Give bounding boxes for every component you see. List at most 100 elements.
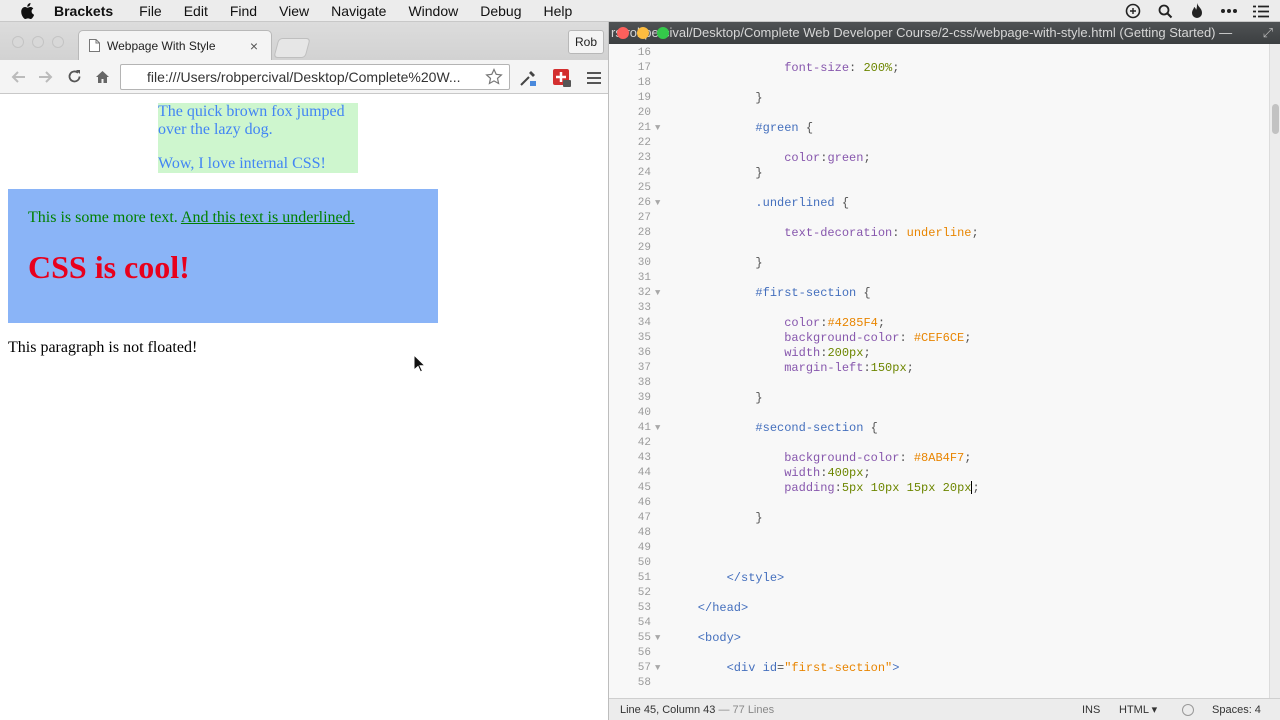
code-line[interactable]: 27 — [609, 211, 1269, 226]
code-line[interactable]: 31 — [609, 271, 1269, 286]
code-line[interactable]: 55▼ <body> — [609, 631, 1269, 646]
code-line[interactable]: 58 — [609, 676, 1269, 691]
address-bar[interactable]: file:///Users/robpercival/Desktop/Comple… — [120, 64, 510, 90]
code-line[interactable]: 40 — [609, 406, 1269, 421]
list-menu-icon[interactable] — [1252, 2, 1270, 20]
code-line[interactable]: 34 color:#4285F4; — [609, 316, 1269, 331]
flame-icon[interactable] — [1188, 2, 1206, 20]
code-line[interactable]: 29 — [609, 241, 1269, 256]
menu-window[interactable]: Window — [408, 2, 459, 19]
forward-arrow-icon[interactable] — [36, 67, 56, 87]
line-number: 27 — [637, 212, 651, 224]
cursor-position-status[interactable]: Line 45, Column 43 — 77 Lines — [620, 704, 774, 716]
spotlight-search-icon[interactable] — [1156, 2, 1174, 20]
code-line[interactable]: 38 — [609, 376, 1269, 391]
code-token: ; — [964, 451, 972, 465]
new-tab-button[interactable] — [273, 38, 311, 58]
code-line[interactable]: 30 } — [609, 256, 1269, 271]
code-line[interactable]: 37 margin-left:150px; — [609, 361, 1269, 376]
code-line[interactable]: 20 — [609, 106, 1269, 121]
code-line[interactable]: 46 — [609, 496, 1269, 511]
code-line[interactable]: 19 } — [609, 91, 1269, 106]
menu-find[interactable]: Find — [229, 2, 258, 19]
editor-close-button[interactable] — [617, 27, 629, 39]
code-line[interactable]: 39 } — [609, 391, 1269, 406]
eyedropper-extension-icon[interactable] — [518, 68, 538, 88]
linter-status-icon[interactable] — [1182, 704, 1194, 716]
code-line[interactable]: 42 — [609, 436, 1269, 451]
fold-arrow-icon[interactable]: ▼ — [655, 423, 661, 433]
code-line[interactable]: 36 width:200px; — [609, 346, 1269, 361]
editor-scrollbar[interactable] — [1269, 44, 1280, 708]
code-line[interactable]: 50 — [609, 556, 1269, 571]
browser-tab[interactable]: Webpage With Style × — [78, 30, 272, 60]
code-line[interactable]: 28 text-decoration: underline; — [609, 226, 1269, 241]
code-line[interactable]: 22 — [609, 136, 1269, 151]
code-token: width — [669, 466, 821, 480]
code-line[interactable]: 51 </style> — [609, 571, 1269, 586]
code-line[interactable]: 17 font-size: 200%; — [609, 61, 1269, 76]
menu-help[interactable]: Help — [543, 2, 573, 19]
window-close-button[interactable] — [12, 36, 24, 48]
code-line[interactable]: 16 — [609, 46, 1269, 61]
window-zoom-button[interactable] — [52, 36, 64, 48]
fold-arrow-icon[interactable]: ▼ — [655, 288, 661, 298]
code-line[interactable]: 48 — [609, 526, 1269, 541]
apple-icon[interactable] — [18, 2, 36, 20]
back-arrow-icon[interactable] — [8, 67, 28, 87]
bookmark-star-icon[interactable] — [485, 68, 503, 86]
browser-toolbar: file:///Users/robpercival/Desktop/Comple… — [0, 60, 608, 94]
code-line[interactable]: 18 — [609, 76, 1269, 91]
code-line[interactable]: 41▼ #second-section { — [609, 421, 1269, 436]
code-line[interactable]: 54 — [609, 616, 1269, 631]
home-icon[interactable] — [92, 67, 112, 87]
window-minimize-button[interactable] — [32, 36, 44, 48]
code-line[interactable]: 33 — [609, 301, 1269, 316]
reload-icon[interactable] — [64, 67, 84, 87]
tab-close-icon[interactable]: × — [249, 37, 259, 54]
menu-navigate[interactable]: Navigate — [331, 2, 387, 19]
code-line[interactable]: 53 </head> — [609, 601, 1269, 616]
first-section: The quick brown fox jumped over the lazy… — [158, 103, 358, 173]
code-line[interactable]: 32▼ #first-section { — [609, 286, 1269, 301]
more-dots-icon[interactable] — [1220, 2, 1238, 20]
indentation-setting[interactable]: Spaces: 4 — [1212, 703, 1261, 716]
code-line[interactable]: 26▼ .underlined { — [609, 196, 1269, 211]
menu-app-brackets[interactable]: Brackets — [54, 2, 114, 19]
profile-button[interactable]: Rob — [568, 30, 605, 54]
editor-zoom-button[interactable] — [657, 27, 669, 39]
fold-arrow-icon[interactable]: ▼ — [655, 123, 661, 133]
editor-minimize-button[interactable] — [637, 27, 649, 39]
code-line[interactable]: 56 — [609, 646, 1269, 661]
menu-file[interactable]: File — [139, 2, 162, 19]
fold-arrow-icon[interactable]: ▼ — [655, 198, 661, 208]
code-line[interactable]: 43 background-color: #8AB4F7; — [609, 451, 1269, 466]
fold-arrow-icon[interactable]: ▼ — [655, 663, 661, 673]
fullscreen-icon[interactable]: ⤢ — [1262, 25, 1273, 40]
lastpass-extension-icon[interactable] — [552, 68, 572, 88]
sync-icon[interactable] — [1124, 2, 1142, 20]
menu-debug[interactable]: Debug — [480, 2, 522, 19]
browser-menu-icon[interactable] — [584, 68, 604, 88]
editor-status-bar: Line 45, Column 43 — 77 Lines INS HTML ▾… — [609, 698, 1280, 720]
code-line[interactable]: 44 width:400px; — [609, 466, 1269, 481]
code-line[interactable]: 25 — [609, 181, 1269, 196]
menu-edit[interactable]: Edit — [183, 2, 208, 19]
code-line[interactable]: 49 — [609, 541, 1269, 556]
code-line[interactable]: 21▼ #green { — [609, 121, 1269, 136]
editor-scroll-thumb[interactable] — [1272, 104, 1279, 134]
fold-arrow-icon[interactable]: ▼ — [655, 633, 661, 643]
code-token: : — [899, 331, 914, 345]
menu-view[interactable]: View — [279, 2, 310, 19]
code-line[interactable]: 24 } — [609, 166, 1269, 181]
code-line[interactable]: 35 background-color: #CEF6CE; — [609, 331, 1269, 346]
code-line[interactable]: 47 } — [609, 511, 1269, 526]
code-line[interactable]: 57▼ <div id="first-section"> — [609, 661, 1269, 676]
language-mode-dropdown[interactable]: HTML ▾ — [1119, 704, 1158, 716]
code-line[interactable]: 52 — [609, 586, 1269, 601]
code-text: margin-left:150px; — [669, 361, 914, 376]
code-line[interactable]: 23 color:green; — [609, 151, 1269, 166]
code-line[interactable]: 45 padding:5px 10px 15px 20px; — [609, 481, 1269, 496]
insert-mode-toggle[interactable]: INS — [1082, 703, 1101, 716]
